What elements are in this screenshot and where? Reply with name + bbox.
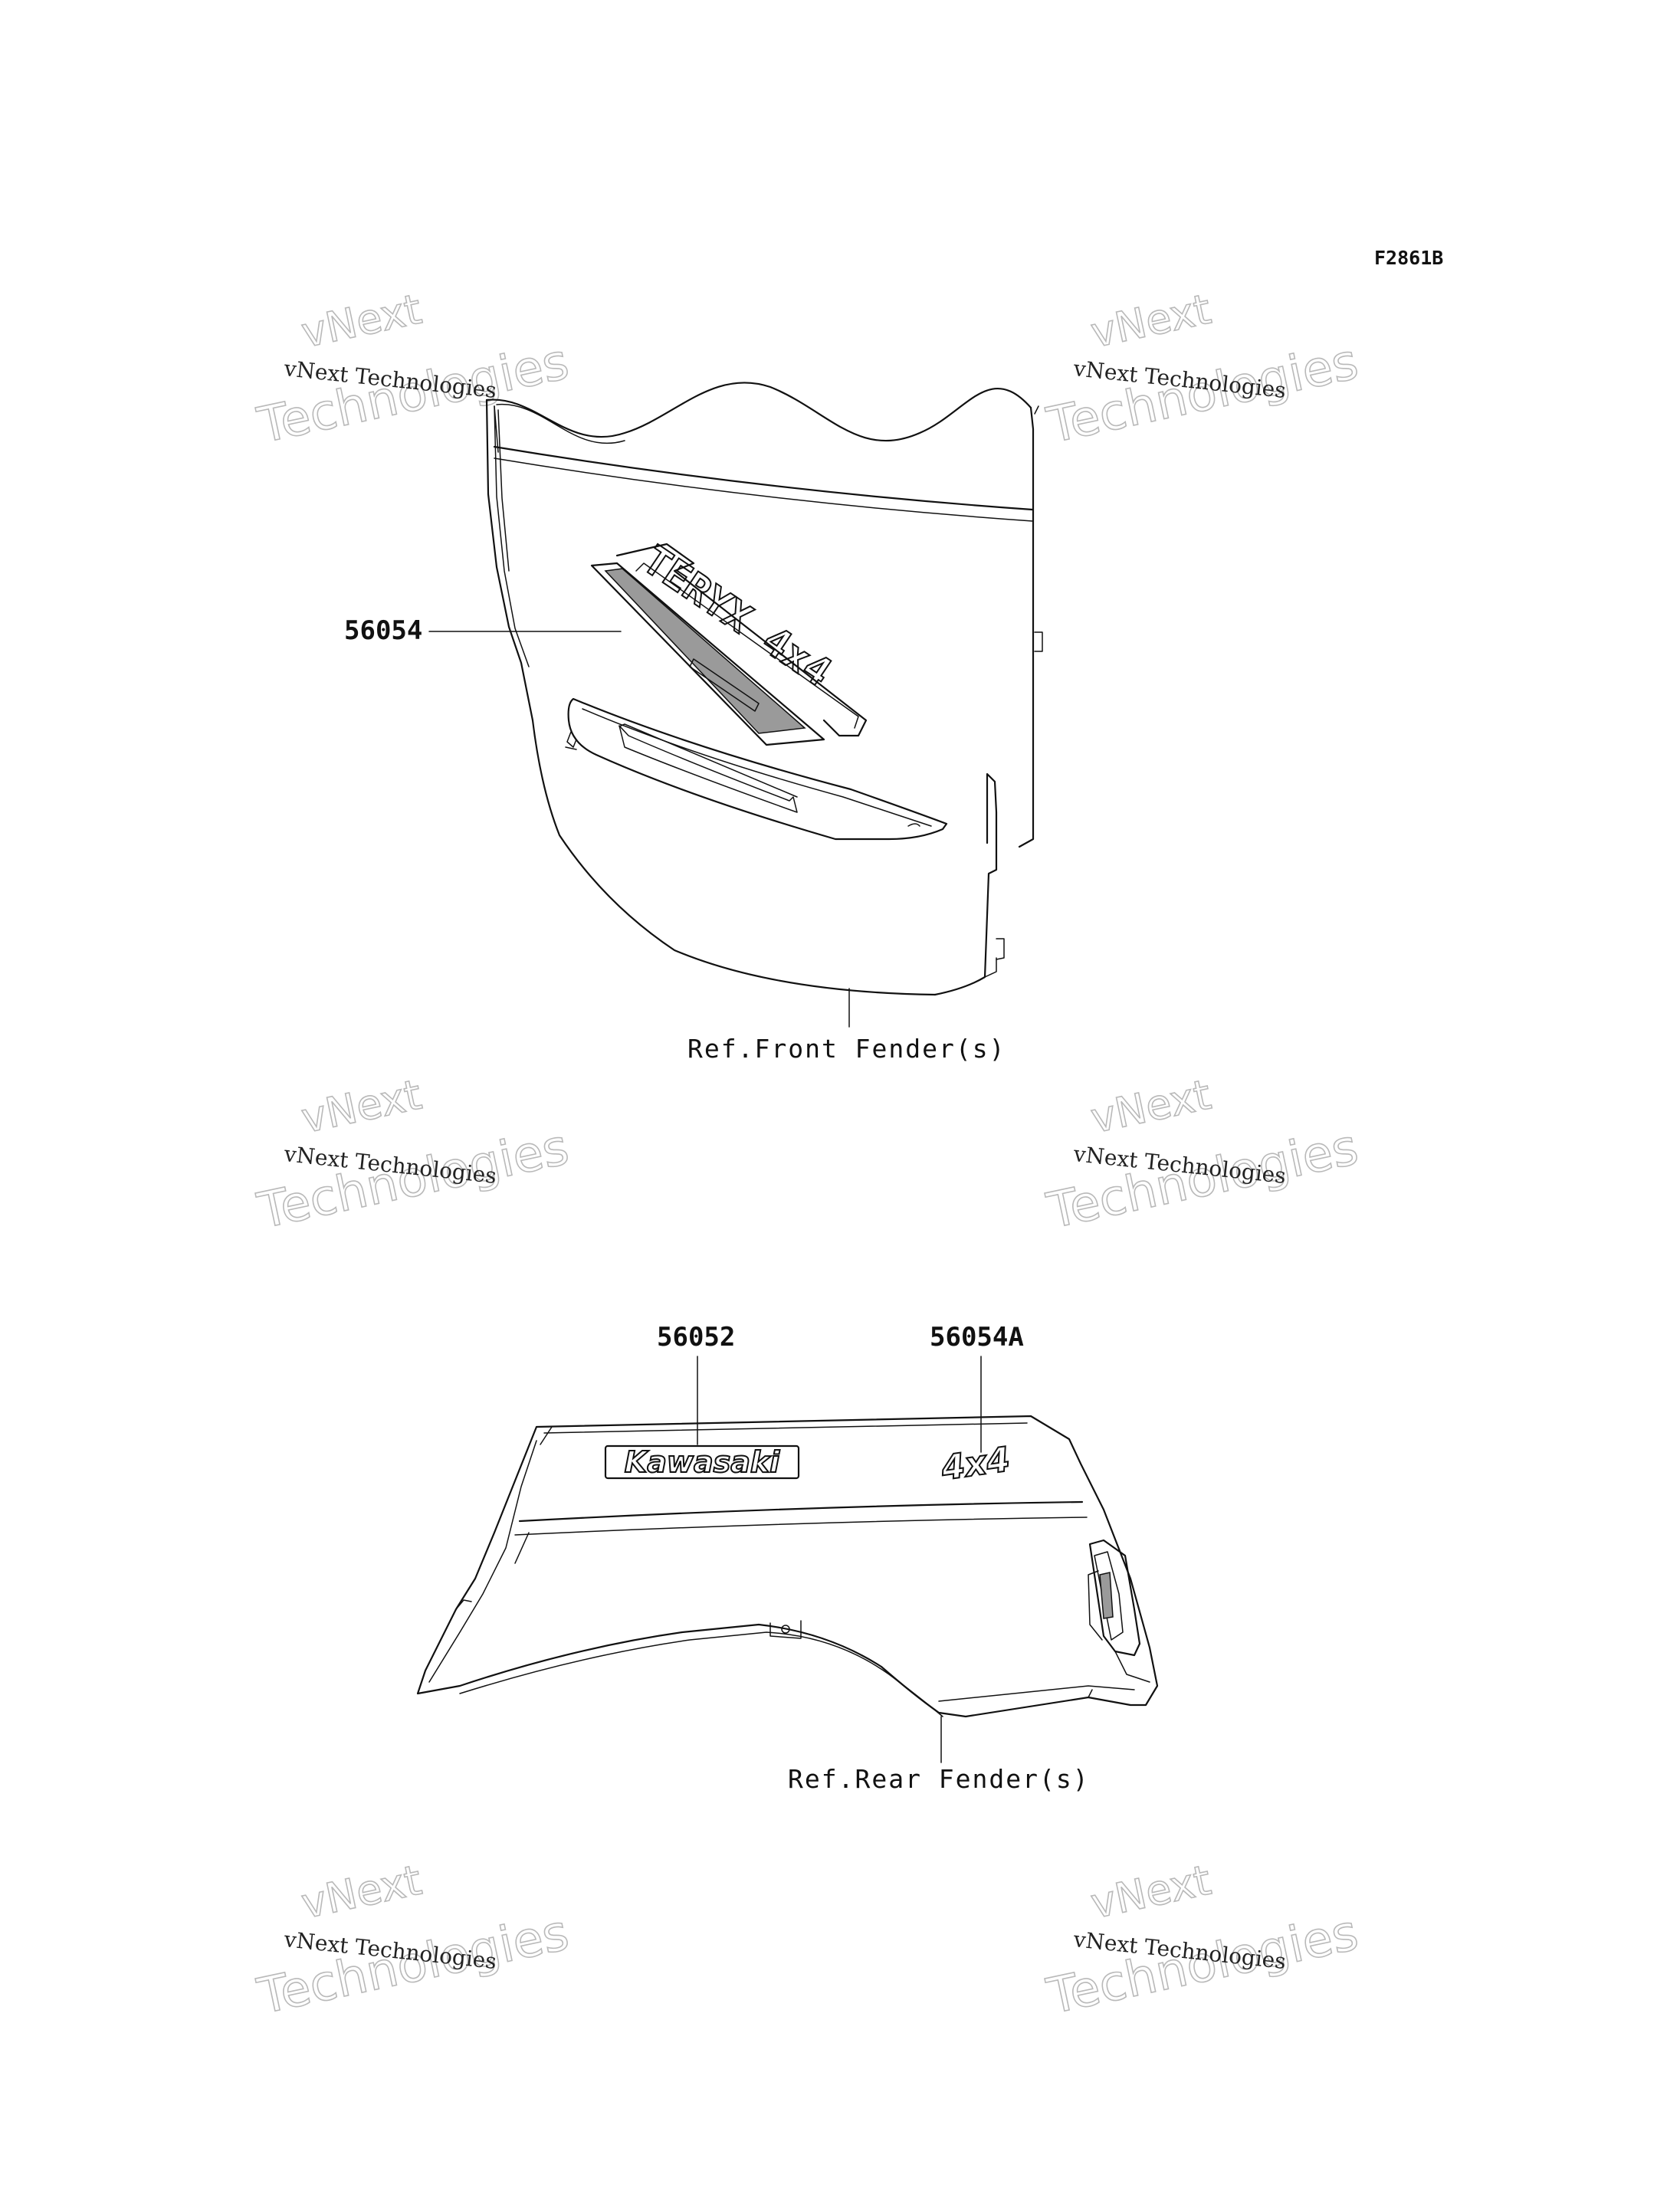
rear-fender-drawing: Kawasaki 4x4	[416, 1415, 1159, 1718]
figure-code: F2861B	[1374, 247, 1443, 269]
watermark-top-right: vNext Technologies vNext Technologies	[1042, 284, 1363, 455]
watermark-brand: vNext	[297, 285, 425, 357]
rear-brand-decal-text: Kawasaki	[625, 1445, 780, 1479]
part-label-56054: 56054	[344, 615, 422, 646]
watermark-brand: vNext	[297, 1856, 425, 1928]
watermark-brand: vNext	[297, 1071, 425, 1143]
rear-drive-decal: 4x4	[937, 1439, 1013, 1489]
watermark-bottom-right: vNext Technologies vNext Technologies	[1042, 1855, 1363, 2026]
front-decal: TERYX 4x4	[590, 536, 868, 746]
watermark-mid-right: vNext Technologies vNext Technologies	[1042, 1070, 1363, 1241]
watermark-mid-left: vNext Technologies vNext Technologies	[252, 1070, 574, 1241]
watermark-brand: vNext	[1087, 1071, 1215, 1143]
watermark-brand: vNext	[1087, 1856, 1215, 1928]
rear-fender-ref-label: Ref.Rear Fender(s)	[788, 1764, 1090, 1794]
front-fender-drawing: TERYX 4x4	[485, 382, 1043, 996]
rear-brand-decal: Kawasaki	[604, 1444, 800, 1480]
watermark-top-left: vNext Technologies vNext Technologies	[252, 284, 574, 455]
part-label-56052: 56052	[657, 1322, 735, 1353]
watermark-brand: vNext	[1087, 285, 1215, 357]
part-label-56054a: 56054A	[930, 1322, 1024, 1353]
watermark-bottom-left: vNext Technologies vNext Technologies	[252, 1855, 574, 2026]
rear-drive-decal-text: 4x4	[938, 1440, 1012, 1488]
front-fender-ref-label: Ref.Front Fender(s)	[687, 1034, 1006, 1064]
